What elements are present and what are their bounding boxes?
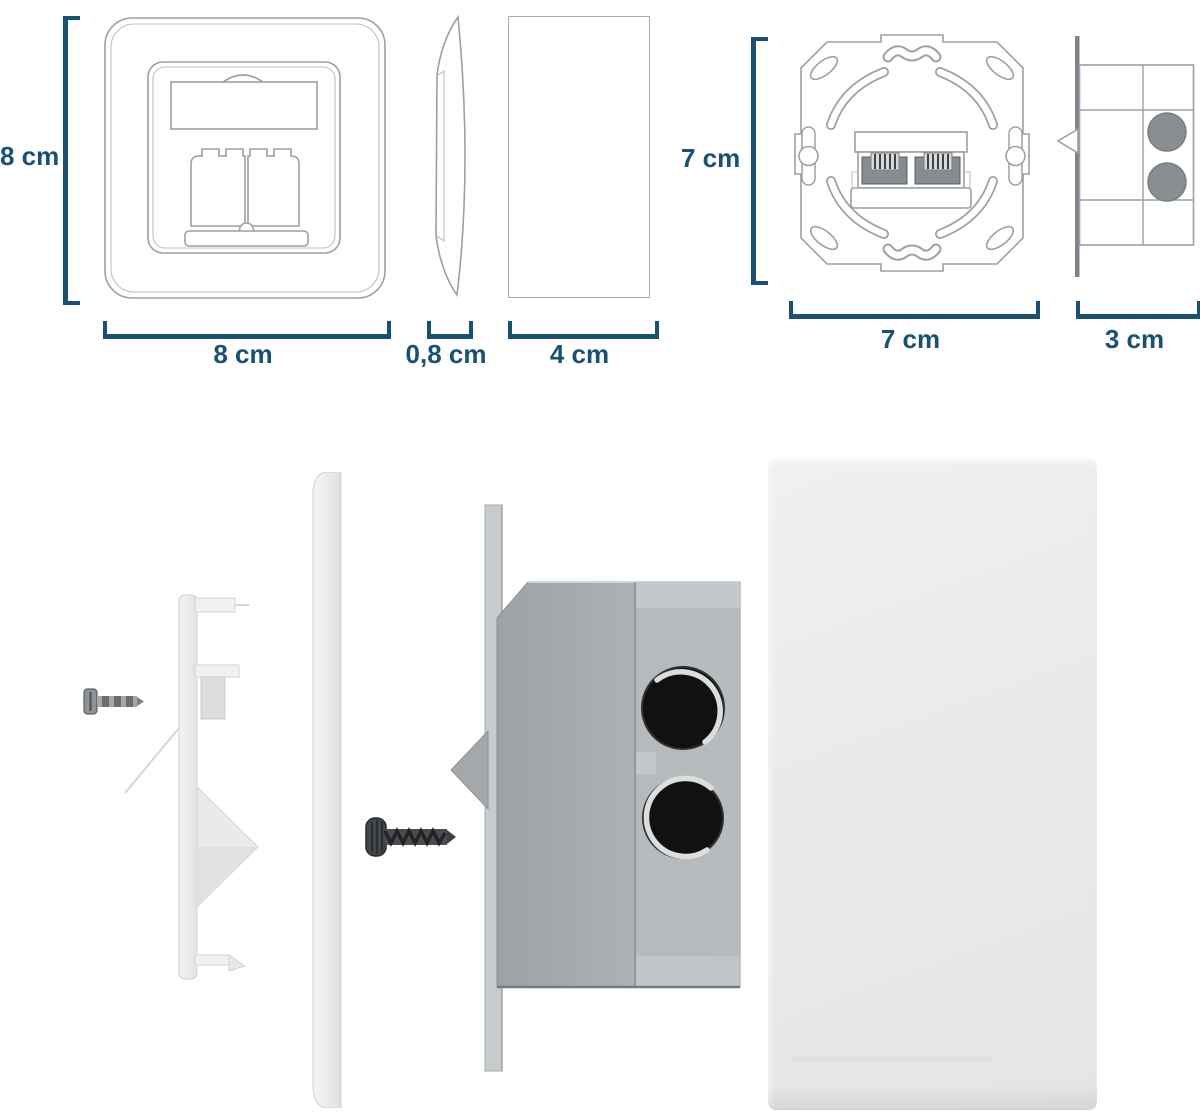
- faceplate-front-view-drawing: [104, 17, 386, 299]
- dim-faceplate-height: 8 cm: [0, 141, 60, 171]
- wall-claw-pointer: [1056, 127, 1079, 155]
- side-profile-step: [436, 69, 445, 243]
- side-profile-outline: [435, 14, 466, 298]
- mounting-frame-front-drawing: [794, 34, 1030, 272]
- dim-faceplate-width: 8 cm: [213, 339, 273, 369]
- wall-claw: [450, 729, 489, 811]
- cover-plate-seam: [792, 1056, 992, 1062]
- dim-frame-height: 7 cm: [681, 143, 741, 173]
- dim-faceplate-depth: 0,8 cm: [405, 339, 487, 369]
- junction-box-side: [450, 504, 741, 1072]
- module-face-inner-edge: [152, 66, 336, 249]
- dim-frame-width: 7 cm: [880, 324, 941, 354]
- mounting-screw-large: [365, 817, 456, 857]
- top-hook: [194, 597, 236, 613]
- module-depth-outline: [508, 16, 650, 298]
- height-bracket-faceplate: [63, 16, 80, 305]
- wave-slots: [882, 45, 942, 261]
- cable-hole-top: [641, 666, 725, 750]
- depth-bracket-module-side: [1076, 301, 1200, 319]
- mounting-screw-small: [83, 688, 144, 715]
- depth-bracket-module: [508, 321, 659, 339]
- carrier-profile: [124, 594, 259, 980]
- faceplate-side-profile-drawing: [435, 14, 466, 298]
- rj45-port-right: [247, 148, 300, 227]
- dim-module-side-depth: 3 cm: [1104, 324, 1165, 354]
- side-keyhole-slots: [798, 126, 1026, 186]
- depth-bracket-faceplate: [427, 321, 473, 339]
- rj45-jack-block: [850, 131, 972, 209]
- cable-entry-top: [1147, 112, 1187, 152]
- cable-entry-bottom: [1147, 162, 1187, 202]
- faceplate-edge-line: [1075, 36, 1080, 277]
- width-bracket-faceplate: [103, 321, 391, 339]
- height-bracket-frame: [751, 37, 768, 285]
- inner-frame-side-piece: [83, 594, 259, 980]
- spring-wire: [124, 727, 180, 794]
- retainer-clip-bottom: [643, 775, 714, 860]
- mid-hook: [194, 664, 240, 678]
- module-side-outline: [1078, 64, 1195, 246]
- blind-cover-plate: [768, 458, 1097, 1110]
- port-base-bar: [184, 230, 309, 247]
- label-window: [170, 81, 318, 130]
- retainer-clip-top: [654, 669, 723, 745]
- corner-screw-slots: [809, 55, 1015, 251]
- dim-module-depth: 4 cm: [549, 339, 610, 369]
- label-window-tab: [222, 74, 264, 83]
- faceplate-inner-edge: [110, 23, 380, 293]
- bottom-hook: [194, 954, 230, 966]
- faceplate-frame-edge: [312, 472, 342, 1108]
- rj45-port-left: [190, 148, 246, 227]
- width-bracket-frame: [789, 301, 1040, 319]
- arc-slots: [826, 67, 998, 239]
- module-side-view-drawing: [1056, 36, 1195, 277]
